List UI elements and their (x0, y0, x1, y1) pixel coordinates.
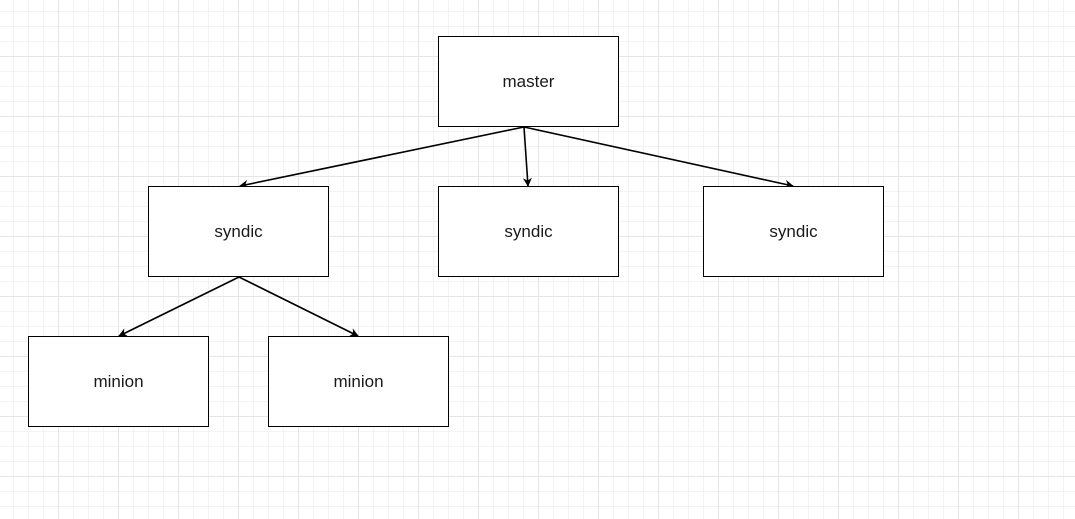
minion-node-1-label: minion (93, 371, 144, 391)
minion-node-2-label: minion (333, 371, 384, 391)
syndic-node-2-label: syndic (504, 221, 553, 241)
syndic-node-2[interactable]: syndic (438, 186, 619, 277)
edge-master-syndic-3-arrow[interactable] (523, 126, 794, 189)
edge-master-syndic-1-arrow[interactable] (239, 126, 525, 189)
syndic-node-1-label: syndic (214, 221, 263, 241)
edge-master-syndic-2-arrow[interactable] (522, 126, 532, 187)
master-node[interactable]: master (438, 36, 619, 127)
syndic-node-3-label: syndic (769, 221, 818, 241)
edge-syndic-1-minion-1-arrow[interactable] (118, 276, 240, 337)
edge-syndic-1-minion-2-arrow[interactable] (238, 276, 359, 337)
minion-node-1[interactable]: minion (28, 336, 209, 427)
syndic-node-3[interactable]: syndic (703, 186, 884, 277)
syndic-node-1[interactable]: syndic (148, 186, 329, 277)
minion-node-2[interactable]: minion (268, 336, 449, 427)
master-node-label: master (502, 71, 555, 91)
